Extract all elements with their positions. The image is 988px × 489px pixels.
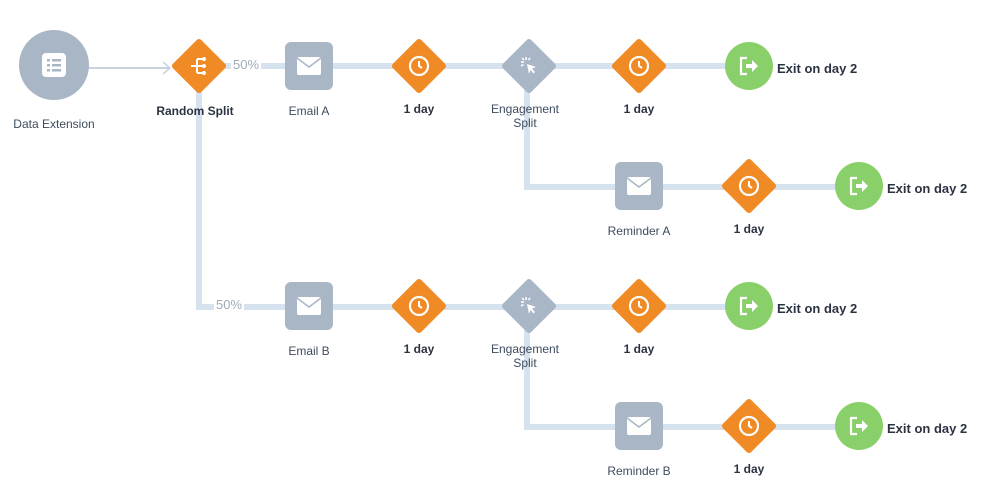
exit-label: Exit on day 2 xyxy=(777,301,858,316)
exit-node[interactable] xyxy=(725,282,773,330)
wait-label: 1 day xyxy=(623,102,655,116)
connector xyxy=(222,63,752,69)
wait-node[interactable] xyxy=(610,277,668,335)
wait-label: 1 day xyxy=(403,342,435,356)
data-extension-label: Data Extension xyxy=(13,117,95,131)
connector xyxy=(524,184,864,190)
split-icon xyxy=(191,57,206,75)
envelope-icon xyxy=(296,297,322,315)
envelope-icon xyxy=(296,57,322,75)
wait-node[interactable] xyxy=(610,37,668,95)
wait-label: 1 day xyxy=(403,102,435,116)
clock-icon xyxy=(628,295,650,317)
reminder-a-node[interactable] xyxy=(615,162,663,210)
clock-icon xyxy=(408,55,430,77)
exit-icon xyxy=(739,56,758,76)
connector xyxy=(524,330,530,430)
wait-node[interactable] xyxy=(390,37,448,95)
clock-icon xyxy=(738,415,760,437)
connector xyxy=(196,92,202,310)
wait-label: 1 day xyxy=(623,342,655,356)
connector xyxy=(88,67,170,69)
clock-icon xyxy=(738,175,760,197)
engagement-split-node[interactable] xyxy=(500,37,558,95)
email-a-label: Email A xyxy=(288,104,330,118)
exit-icon xyxy=(739,296,758,316)
clock-icon xyxy=(408,295,430,317)
envelope-icon xyxy=(626,417,652,435)
wait-node[interactable] xyxy=(390,277,448,335)
cursor-click-icon xyxy=(520,297,536,314)
table-icon xyxy=(42,53,66,77)
exit-label: Exit on day 2 xyxy=(777,61,858,76)
reminder-b-label: Reminder B xyxy=(607,464,671,478)
exit-node[interactable] xyxy=(835,162,883,210)
reminder-a-label: Reminder A xyxy=(607,224,671,238)
exit-label: Exit on day 2 xyxy=(887,421,968,436)
connector xyxy=(196,304,752,310)
exit-icon xyxy=(849,416,868,436)
connector xyxy=(524,424,864,430)
exit-icon xyxy=(849,176,868,196)
branch-a-percent: 50% xyxy=(231,57,262,72)
reminder-b-node[interactable] xyxy=(615,402,663,450)
clock-icon xyxy=(628,55,650,77)
connector xyxy=(524,90,530,190)
email-b-node[interactable] xyxy=(285,282,333,330)
email-b-label: Email B xyxy=(288,344,330,358)
engagement-split-label: Engagement Split xyxy=(490,102,560,130)
wait-node[interactable] xyxy=(720,157,778,215)
email-a-node[interactable] xyxy=(285,42,333,90)
wait-label: 1 day xyxy=(733,222,765,236)
exit-node[interactable] xyxy=(725,42,773,90)
wait-node[interactable] xyxy=(720,397,778,455)
envelope-icon xyxy=(626,177,652,195)
engagement-split-label: Engagement Split xyxy=(490,342,560,370)
data-extension-node[interactable] xyxy=(19,30,89,100)
cursor-click-icon xyxy=(520,57,536,74)
exit-label: Exit on day 2 xyxy=(887,181,968,196)
engagement-split-node[interactable] xyxy=(500,277,558,335)
branch-b-percent: 50% xyxy=(214,297,245,312)
exit-node[interactable] xyxy=(835,402,883,450)
arrow-icon xyxy=(162,61,172,75)
random-split-label: Random Split xyxy=(156,104,234,118)
wait-label: 1 day xyxy=(733,462,765,476)
random-split-node[interactable] xyxy=(170,37,228,95)
